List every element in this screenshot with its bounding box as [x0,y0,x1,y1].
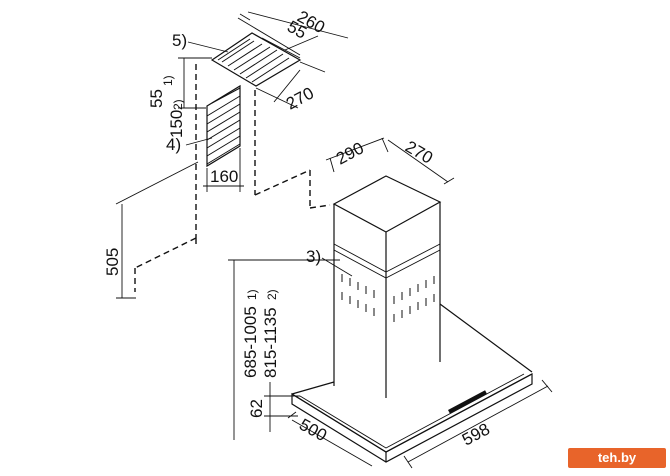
label-5: 5) [172,31,187,50]
label-290: 290 [333,138,367,168]
label-sup-2a: 2) [171,99,185,110]
label-sup-1b: 1) [245,289,259,300]
dimension-labels: 260 55 270 5) 55 1) 150 2) 4) 160 505 29… [103,7,493,450]
dimension-lines [115,11,553,469]
label-815-1135: 815-1135 [261,307,280,378]
chimney [332,175,442,398]
control-panel-strip [448,390,487,414]
label-4: 4) [166,135,181,154]
watermark-text: teh.by [597,450,637,465]
label-598: 598 [459,419,493,449]
label-160: 160 [210,167,238,186]
label-sup-1a: 1) [161,75,175,86]
label-sup-2b: 2) [265,289,279,300]
duct-opening-top [210,32,302,87]
wall-outline-dashed [134,64,331,292]
duct-opening-side [206,84,241,168]
label-62: 62 [247,399,266,418]
label-685-1005: 685-1005 [241,306,260,378]
label-150-vertical: 150 [167,110,186,138]
label-505: 505 [103,248,122,276]
label-3: 3) [306,247,321,266]
canopy [291,303,533,463]
label-500: 500 [296,415,330,445]
watermark-logo: teh.by [568,448,666,468]
vent-slots [341,274,435,322]
label-270-chimney: 270 [402,137,436,168]
label-270-top: 270 [283,83,317,113]
label-55-vertical: 55 [147,89,166,108]
